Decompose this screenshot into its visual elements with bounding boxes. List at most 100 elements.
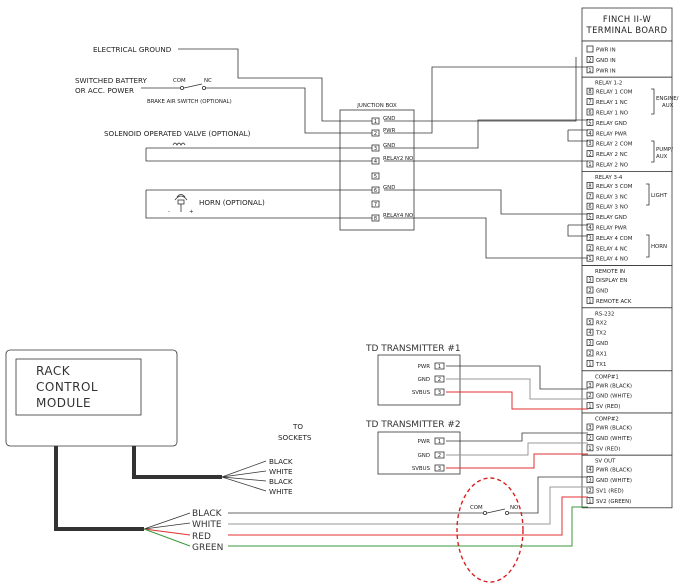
- junction-box-frame: [339, 109, 415, 231]
- terminal-pin-box: [586, 139, 594, 147]
- transmitter-pin-box: [434, 437, 445, 445]
- transmitter-pin-box: [434, 464, 445, 472]
- horn-plus-label: +: [189, 209, 194, 215]
- terminal-pin-label: RELAY 4 NC: [596, 246, 628, 252]
- terminal-pin-number: 2: [588, 393, 591, 399]
- rack-module-line2: CONTROL: [36, 380, 98, 394]
- terminal-pin-number: 1: [588, 256, 591, 262]
- terminal-pin-box: [586, 433, 594, 441]
- transmitter-wiring: [446, 365, 588, 469]
- solenoid-label: SOLENOID OPERATED VALVE (OPTIONAL): [104, 129, 251, 138]
- terminal-pin-box: [586, 296, 594, 304]
- junction-pin-number: 7: [374, 202, 377, 208]
- junction-pin-box: [371, 172, 380, 180]
- terminal-pin-label: RELAY 2 NO: [596, 163, 628, 169]
- light-brace: [646, 183, 650, 206]
- terminal-pin-number: 3: [588, 478, 591, 484]
- transmitter-pin-number: 1: [438, 439, 441, 445]
- terminal-pin-number: 8: [588, 89, 591, 95]
- sv-switch-contact-b: [504, 510, 509, 515]
- terminal-pin-label: GND (WHITE): [596, 394, 632, 400]
- relay2-pwr-jumper: [567, 224, 588, 237]
- terminal-pin-label: GND: [596, 289, 608, 295]
- terminal-pin-number: 5: [588, 215, 591, 221]
- black-wire-to-board: [509, 476, 588, 514]
- jb-gnd-to-relay-gnd-2: [384, 189, 588, 215]
- terminal-pin-label: RELAY 2 COM: [596, 142, 633, 148]
- tx1-pwr-wire: [446, 365, 588, 390]
- transmitter-pin-number: 3: [438, 466, 441, 472]
- socket-cable-trunk: [132, 446, 222, 479]
- terminal-pin-box: [586, 244, 594, 252]
- tx1-sv-wire: [446, 391, 588, 410]
- terminal-pin-label: REMOTE ACK: [596, 299, 632, 305]
- horn-brace: [646, 234, 650, 258]
- transmitter-pin-box: [434, 362, 445, 370]
- transmitter-pin-label: PWR: [418, 439, 431, 445]
- rack-module-line3: MODULE: [36, 396, 91, 410]
- terminal-pin-box: [586, 160, 594, 168]
- terminal-pin-label: RELAY 2 NC: [596, 152, 628, 158]
- sv-out-cable: BLACK WHITE RED GREEN COM NO: [54, 446, 588, 583]
- horn-icon: [174, 194, 188, 212]
- terminal-pin-label: RELAY GND: [596, 215, 627, 221]
- sv-switch-blade: [486, 508, 506, 514]
- junction-pin-label: GND: [383, 185, 395, 191]
- terminal-section-6: [581, 412, 673, 456]
- terminal-pin-number: 1: [588, 162, 591, 168]
- terminal-pin-label: RELAY PWR: [596, 226, 627, 232]
- solenoid-wire-return: [145, 148, 372, 162]
- terminal-pin-number: 5: [588, 120, 591, 126]
- terminal-pin-label: RX2: [596, 320, 607, 326]
- terminal-pin-number: 2: [588, 435, 591, 441]
- brake-switch-com-label: COM: [173, 78, 186, 84]
- transmitter-pin-box: [434, 451, 445, 459]
- jb-pwr-to-board: [384, 66, 588, 134]
- terminal-pin-number: 1: [588, 446, 591, 452]
- terminal-section-7: [581, 454, 673, 509]
- highlight-ellipse: [456, 477, 524, 583]
- horn-minus-label: -: [168, 209, 170, 215]
- terminal-pin-box: [586, 192, 594, 200]
- terminal-pin-box: [586, 119, 594, 126]
- terminal-pin-number: 3: [588, 235, 591, 241]
- junction-pin-number: 6: [374, 188, 377, 194]
- terminal-pin-number: 3: [588, 341, 591, 347]
- terminal-pin-number: 4: [588, 330, 591, 336]
- terminal-pin-label: PWR IN: [596, 48, 616, 54]
- jb-relay4-no: [384, 217, 588, 259]
- junction-pin-number: 1: [374, 119, 377, 125]
- jb-gnd-to-relay-gnd: [384, 119, 588, 149]
- junction-pin-number: 8: [374, 216, 377, 222]
- horn-label: HORN (OPTIONAL): [199, 198, 265, 207]
- brake-switch-label: BRAKE AIR SWITCH (OPTIONAL): [147, 99, 232, 105]
- terminal-pin-label: SV (RED): [596, 404, 620, 410]
- terminal-pin-box: [586, 286, 594, 294]
- terminal-pin-box: [586, 150, 594, 158]
- terminal-section-1: [581, 76, 673, 172]
- ground-wire: [178, 48, 372, 122]
- terminal-pin-box: [586, 349, 594, 357]
- sockets-cable: TO SOCKETS BLACK WHITE BLACK WHITE: [132, 422, 312, 496]
- tx2-sv-wire: [446, 453, 588, 469]
- junction-pin-label: RELAY2 NO: [383, 156, 413, 162]
- sv-cable-fan-red: [143, 528, 191, 536]
- terminal-pin-number: 3: [588, 278, 591, 284]
- cable-wire-green: GREEN: [192, 543, 223, 553]
- terminal-section-header: RELAY 1-2: [595, 81, 622, 87]
- terminal-pin-label: GND (WHITE): [596, 436, 632, 442]
- socket-wire-white-1: WHITE: [269, 467, 293, 476]
- socket-wire-white-2: WHITE: [269, 487, 293, 496]
- terminal-pin-label: RELAY 1 COM: [596, 90, 633, 96]
- cable-wire-white: WHITE: [192, 520, 222, 530]
- terminal-pin-box: [586, 444, 594, 452]
- solenoid-coil-icon: [172, 142, 186, 146]
- transmitter-pin-box: [434, 388, 445, 396]
- terminal-pin-number: 5: [588, 320, 591, 326]
- socket-wire-black-2: BLACK: [269, 477, 293, 486]
- sv-cable-fan-green: [143, 528, 191, 547]
- terminal-pin-box: [586, 276, 594, 284]
